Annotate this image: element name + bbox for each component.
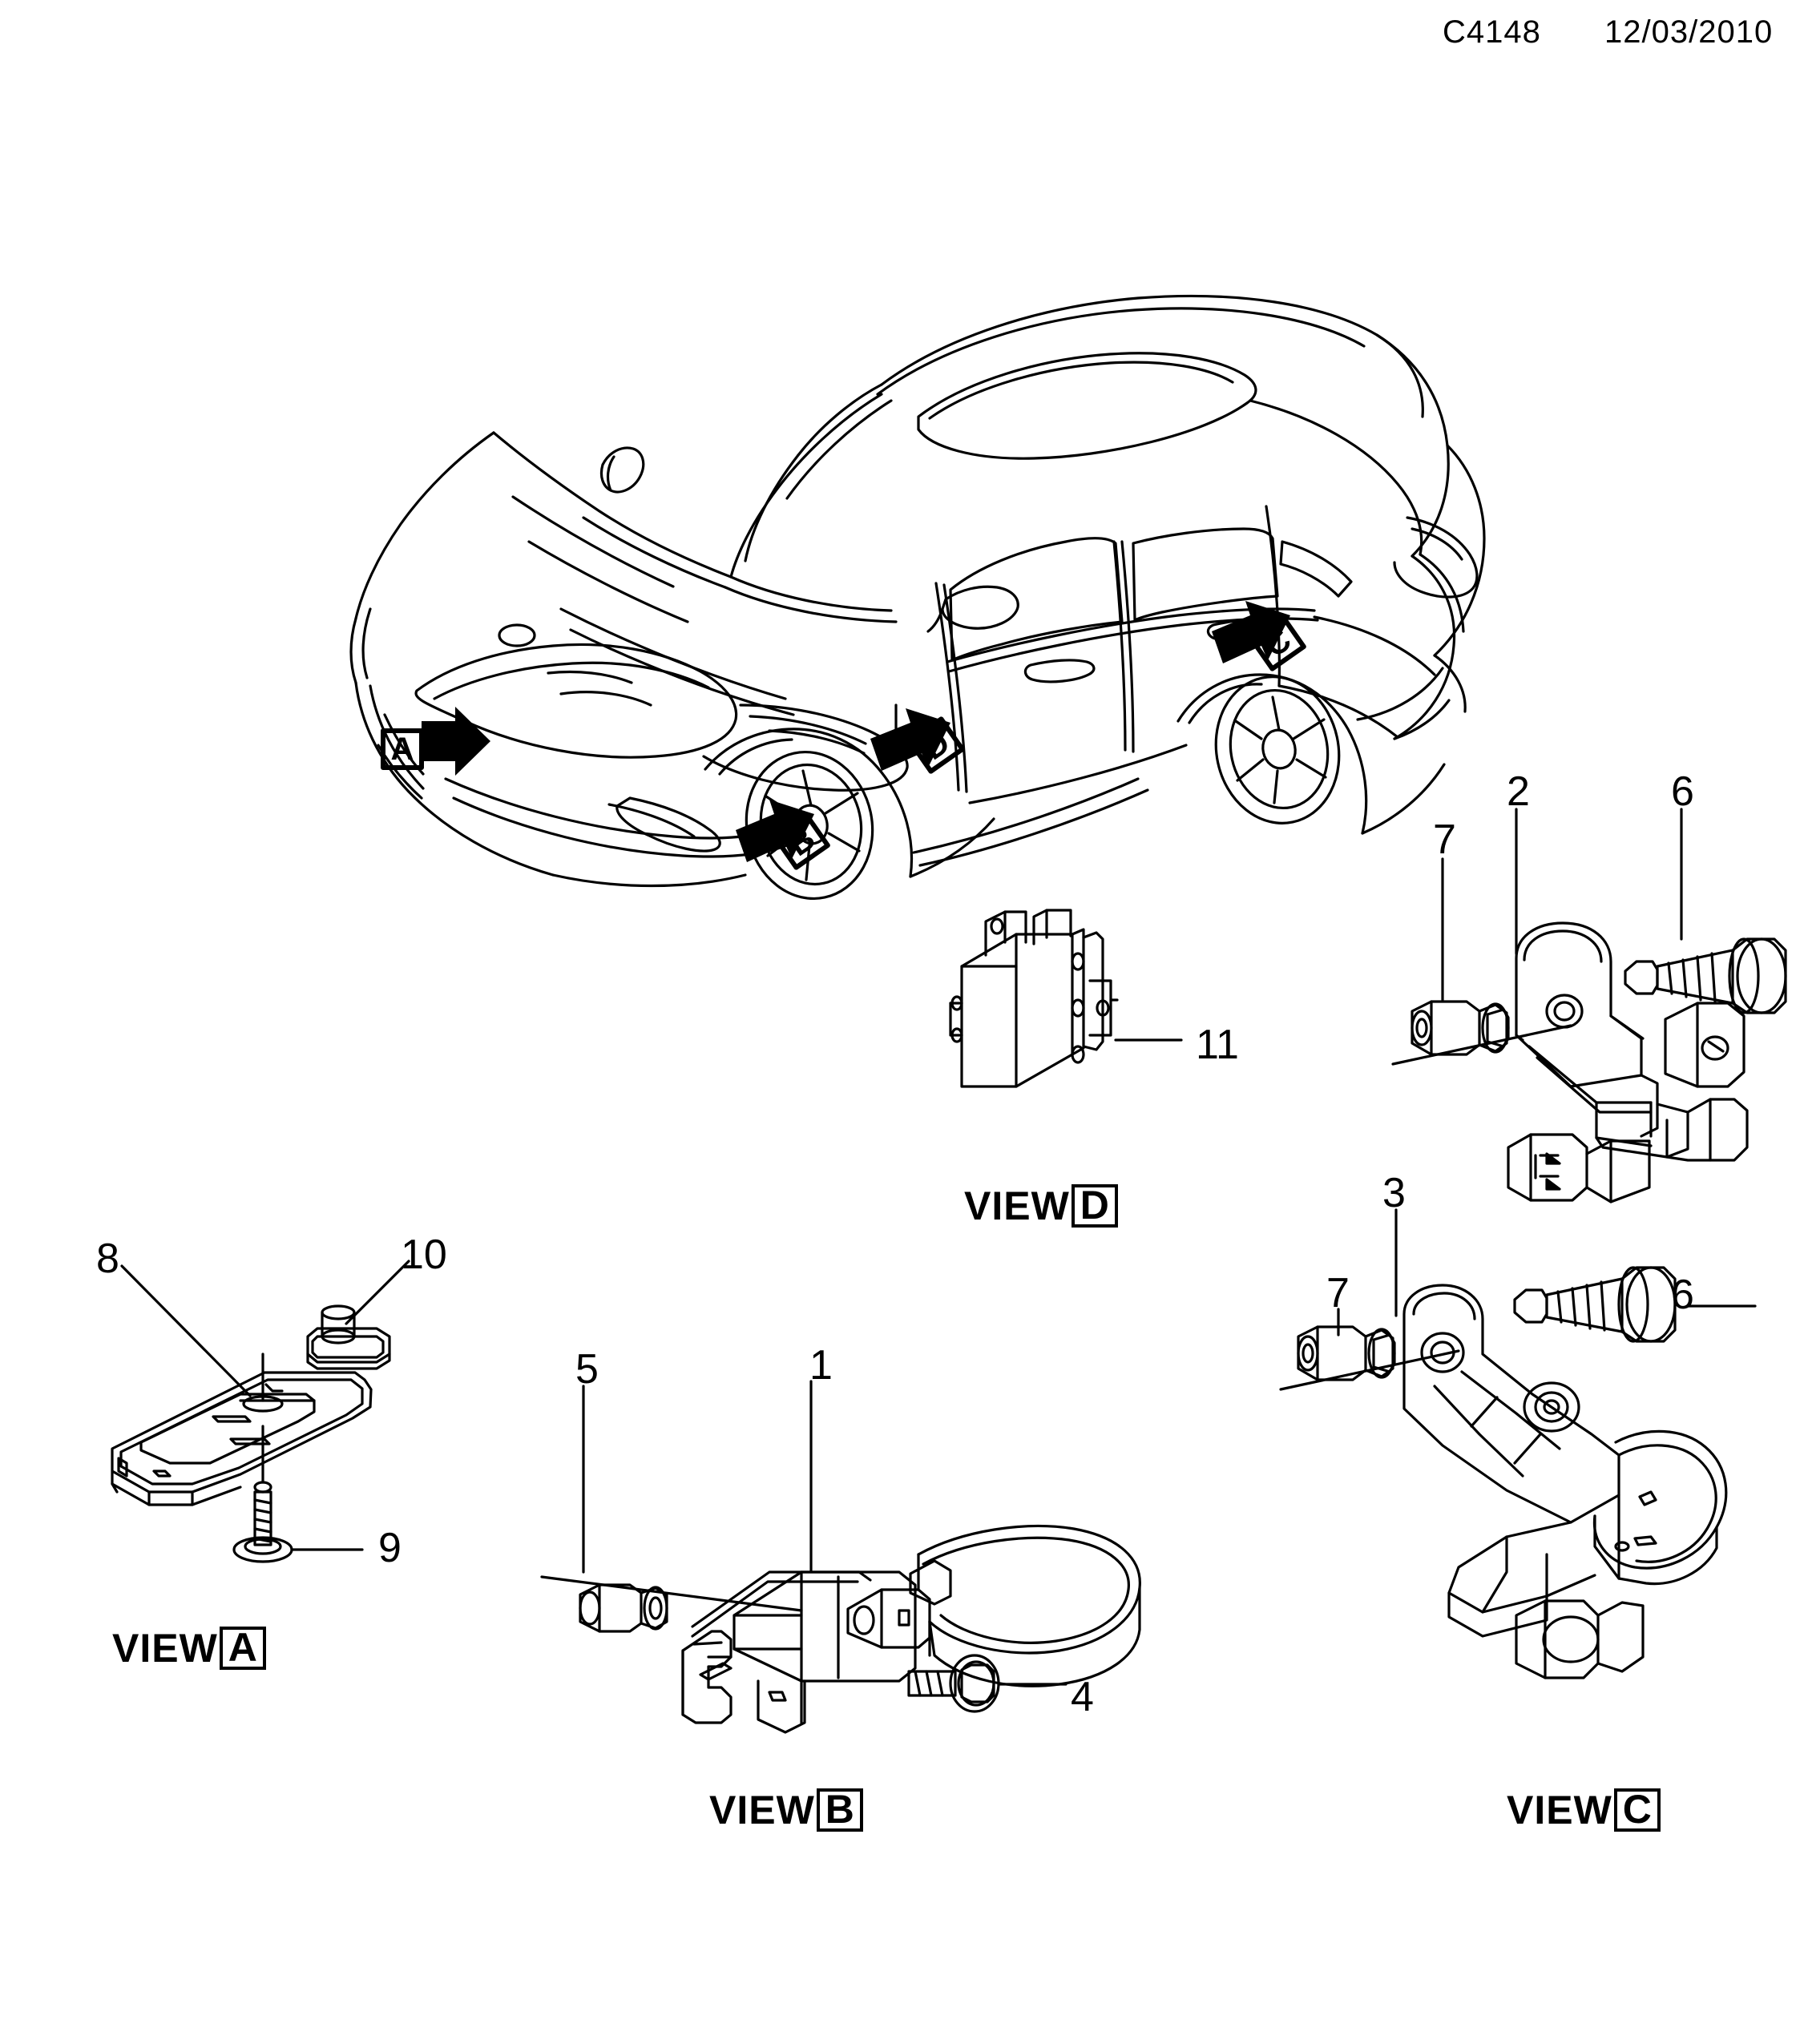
- vehicle-illustration: [349, 294, 1486, 901]
- svg-text:A: A: [391, 732, 414, 767]
- part-callout-10: 10: [401, 1232, 447, 1278]
- part-callout-4: 4: [1071, 1674, 1094, 1720]
- view-label-a-text: VIEW: [112, 1626, 218, 1671]
- view-label-a-letter: A: [219, 1627, 266, 1670]
- vehicle-callout-boxes: [381, 614, 1306, 870]
- view-label-c-letter: C: [1613, 1788, 1661, 1832]
- view-label-c: VIEW C: [1507, 1788, 1661, 1832]
- view-label-b: VIEW B: [709, 1788, 863, 1832]
- part-callout-1: 1: [809, 1342, 833, 1389]
- part-callout-2: 2: [1507, 768, 1530, 815]
- view-label-b-text: VIEW: [709, 1788, 815, 1832]
- part-callout-7-view-d: 7: [1433, 816, 1456, 863]
- view-label-d-text: VIEW: [964, 1183, 1070, 1228]
- part-callout-8: 8: [96, 1236, 119, 1282]
- part-callout-11: 11: [1196, 1022, 1239, 1068]
- view-label-c-text: VIEW: [1507, 1788, 1612, 1832]
- vehicle-callout-arrows: [422, 601, 1290, 862]
- view-label-d: VIEW D: [964, 1184, 1118, 1228]
- view-label-a: VIEW A: [112, 1627, 266, 1670]
- part-callout-5: 5: [575, 1346, 599, 1393]
- view-a-assembly: [111, 1260, 410, 1563]
- view-d-assembly: [949, 808, 1787, 1203]
- drawing-date-label: 12/03/2010: [1604, 14, 1774, 50]
- part-callout-7-view-c: 7: [1326, 1270, 1350, 1316]
- view-label-b-letter: B: [816, 1788, 863, 1832]
- part-callout-6-view-c: 6: [1671, 1272, 1694, 1318]
- view-c-assembly: [1279, 1208, 1757, 1679]
- part-callout-6-view-d: 6: [1671, 768, 1694, 815]
- drawing-code-label: C4148: [1443, 14, 1541, 50]
- part-callout-3: 3: [1382, 1170, 1406, 1216]
- view-b-assembly: [540, 1380, 1141, 1734]
- part-callout-9: 9: [378, 1525, 402, 1571]
- view-label-d-letter: D: [1071, 1184, 1118, 1228]
